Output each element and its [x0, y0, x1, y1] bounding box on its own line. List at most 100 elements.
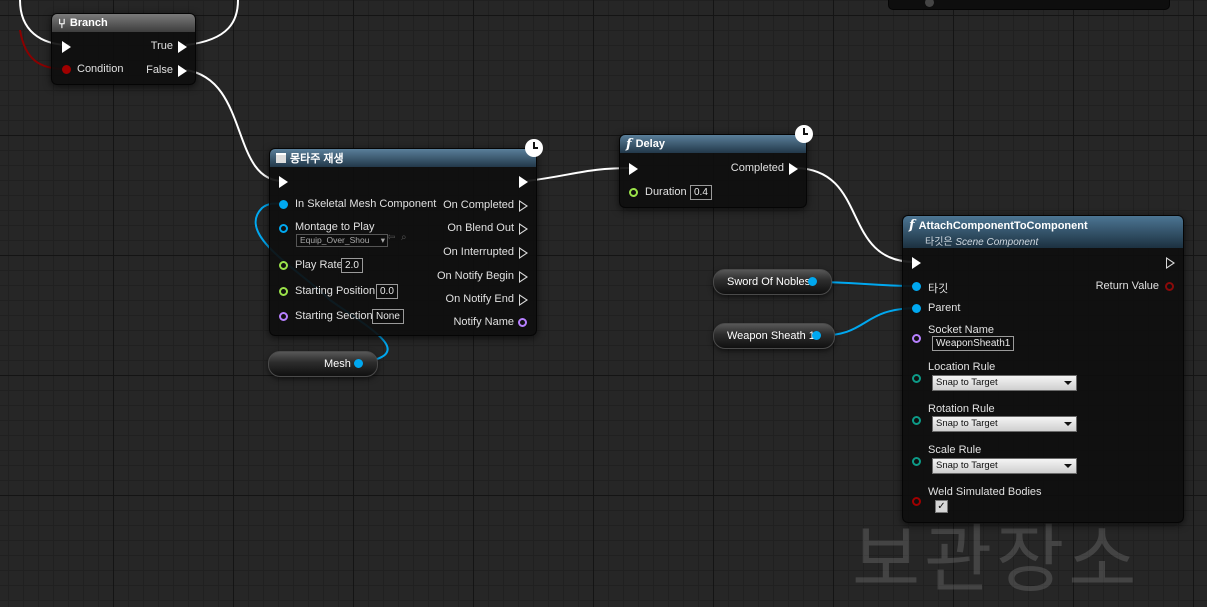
play-rate-input[interactable]: 2.0 — [341, 258, 363, 273]
function-icon: f — [909, 218, 915, 233]
branch-false-pin[interactable] — [178, 65, 187, 77]
exec-wire-true — [185, 0, 239, 46]
starting-position-input[interactable]: 0.0 — [376, 284, 398, 299]
notify-name-label: Notify Name — [453, 316, 514, 328]
location-rule-dropdown[interactable]: Snap to Target — [932, 375, 1077, 391]
notify-name-pin[interactable] — [518, 318, 527, 327]
on-interrupted-pin[interactable] — [519, 247, 528, 259]
play-montage-node[interactable]: 몽타주 재생 In Skeletal Mesh Component Montag… — [269, 148, 537, 336]
attach-title: AttachComponentToComponent — [918, 219, 1088, 232]
socket-name-value: WeaponSheath1 — [936, 338, 1011, 349]
location-rule-pin[interactable] — [912, 374, 921, 383]
montage-to-play-pin[interactable] — [279, 224, 288, 233]
socket-name-label: Socket Name — [928, 324, 995, 336]
mesh-output-pin[interactable] — [354, 359, 363, 368]
branch-true-label: True — [150, 40, 173, 52]
attach-exec-out-pin[interactable] — [1166, 257, 1175, 269]
sword-variable-label: Sword Of Nobles — [727, 276, 811, 288]
starting-position-pin[interactable] — [279, 287, 288, 296]
weapon-sheath-variable-label: Weapon Sheath 1 — [727, 330, 815, 342]
mesh-variable-label: Mesh — [324, 358, 351, 370]
weld-simulated-bodies-checkbox[interactable]: ✓ — [935, 500, 948, 513]
chevron-down-icon — [1064, 422, 1072, 426]
delay-completed-pin[interactable] — [789, 163, 798, 175]
scale-rule-dropdown[interactable]: Snap to Target — [932, 458, 1077, 474]
function-icon: f — [626, 136, 632, 152]
exec-wire-false-to-montage — [185, 69, 284, 182]
function-icon — [276, 153, 286, 163]
branch-icon: ⑂ — [58, 15, 66, 31]
scale-rule-label: Scale Rule — [928, 444, 982, 456]
scale-rule-pin[interactable] — [912, 457, 921, 466]
on-notify-begin-pin[interactable] — [519, 271, 528, 283]
starting-section-value: None — [376, 311, 400, 322]
on-notify-end-pin[interactable] — [519, 294, 528, 306]
partial-node-top-right — [888, 0, 1170, 10]
starting-position-label: Starting Position — [295, 285, 376, 297]
delay-node[interactable]: f Delay Completed Duration 0.4 — [619, 134, 807, 208]
montage-to-play-label: Montage to Play — [295, 221, 375, 233]
montage-exec-in-pin[interactable] — [279, 176, 288, 188]
weapon-sheath-variable-node[interactable]: Weapon Sheath 1 — [713, 323, 835, 349]
play-rate-label: Play Rate — [295, 259, 343, 271]
partial-node-pin — [925, 0, 934, 7]
on-notify-end-label: On Notify End — [445, 293, 514, 305]
branch-node[interactable]: ⑂ Branch Condition True False — [51, 13, 196, 85]
weapon-sheath-output-pin[interactable] — [812, 331, 821, 340]
rotation-rule-dropdown[interactable]: Snap to Target — [932, 416, 1077, 432]
montage-asset-value: Equip_Over_Shou — [300, 235, 370, 245]
on-blend-out-pin[interactable] — [519, 223, 528, 235]
montage-title: 몽타주 재생 — [290, 153, 344, 165]
on-interrupted-label: On Interrupted — [443, 246, 514, 258]
on-completed-label: On Completed — [443, 199, 514, 211]
in-mesh-pin[interactable] — [279, 200, 288, 209]
attach-parent-pin[interactable] — [912, 304, 921, 313]
mesh-variable-node[interactable]: Mesh — [268, 351, 378, 377]
location-rule-label: Location Rule — [928, 361, 996, 373]
attach-return-value-label: Return Value — [1095, 280, 1159, 292]
socket-name-input[interactable]: WeaponSheath1 — [932, 336, 1015, 351]
delay-completed-label: Completed — [730, 162, 784, 174]
location-rule-value: Snap to Target — [936, 377, 998, 388]
browse-asset-search-icon[interactable]: ⌕ — [401, 232, 407, 243]
rotation-rule-value: Snap to Target — [936, 418, 998, 429]
attach-component-node[interactable]: f AttachComponentToComponent 타깃은 Scene C… — [902, 215, 1184, 523]
branch-header: ⑂ Branch — [52, 14, 195, 32]
branch-condition-pin[interactable] — [62, 65, 71, 74]
play-rate-value: 2.0 — [345, 260, 359, 271]
branch-title: Branch — [69, 17, 108, 29]
attach-return-value-pin[interactable] — [1165, 282, 1174, 291]
on-blend-out-label: On Blend Out — [447, 222, 514, 234]
chevron-down-icon — [1064, 464, 1072, 468]
sword-output-pin[interactable] — [808, 277, 817, 286]
use-asset-arrow-icon[interactable]: ⇦ — [387, 232, 396, 243]
montage-asset-field[interactable]: Equip_Over_Shou ▾ — [296, 234, 388, 247]
rotation-rule-pin[interactable] — [912, 416, 921, 425]
on-completed-pin[interactable] — [519, 200, 528, 212]
delay-duration-label: Duration — [645, 186, 687, 198]
montage-asset-dropdown-icon: ▾ — [380, 235, 385, 245]
montage-header: 몽타주 재생 — [270, 149, 536, 167]
exec-wire-delay-to-attach — [795, 167, 916, 263]
starting-section-label: Starting Section — [295, 310, 373, 322]
montage-exec-out-pin[interactable] — [519, 176, 528, 188]
branch-true-pin[interactable] — [178, 41, 187, 53]
sword-variable-node[interactable]: Sword Of Nobles — [713, 269, 832, 295]
starting-section-input[interactable]: None — [372, 309, 404, 324]
starting-position-value: 0.0 — [380, 286, 394, 297]
delay-duration-pin[interactable] — [629, 188, 638, 197]
delay-exec-in-pin[interactable] — [629, 163, 638, 175]
delay-duration-input[interactable]: 0.4 — [690, 185, 712, 200]
branch-condition-label: Condition — [77, 63, 124, 75]
branch-exec-in-pin[interactable] — [62, 41, 71, 53]
delay-title: Delay — [635, 138, 665, 150]
attach-exec-in-pin[interactable] — [912, 257, 921, 269]
play-rate-pin[interactable] — [279, 261, 288, 270]
attach-subtitle-prefix: 타깃은 — [925, 237, 956, 248]
attach-header: f AttachComponentToComponent 타깃은 Scene C… — [903, 216, 1183, 248]
socket-name-pin[interactable] — [912, 334, 921, 343]
latent-clock-icon-montage — [525, 139, 543, 157]
attach-target-pin[interactable] — [912, 282, 921, 291]
starting-section-pin[interactable] — [279, 312, 288, 321]
weld-simulated-bodies-pin[interactable] — [912, 497, 921, 506]
